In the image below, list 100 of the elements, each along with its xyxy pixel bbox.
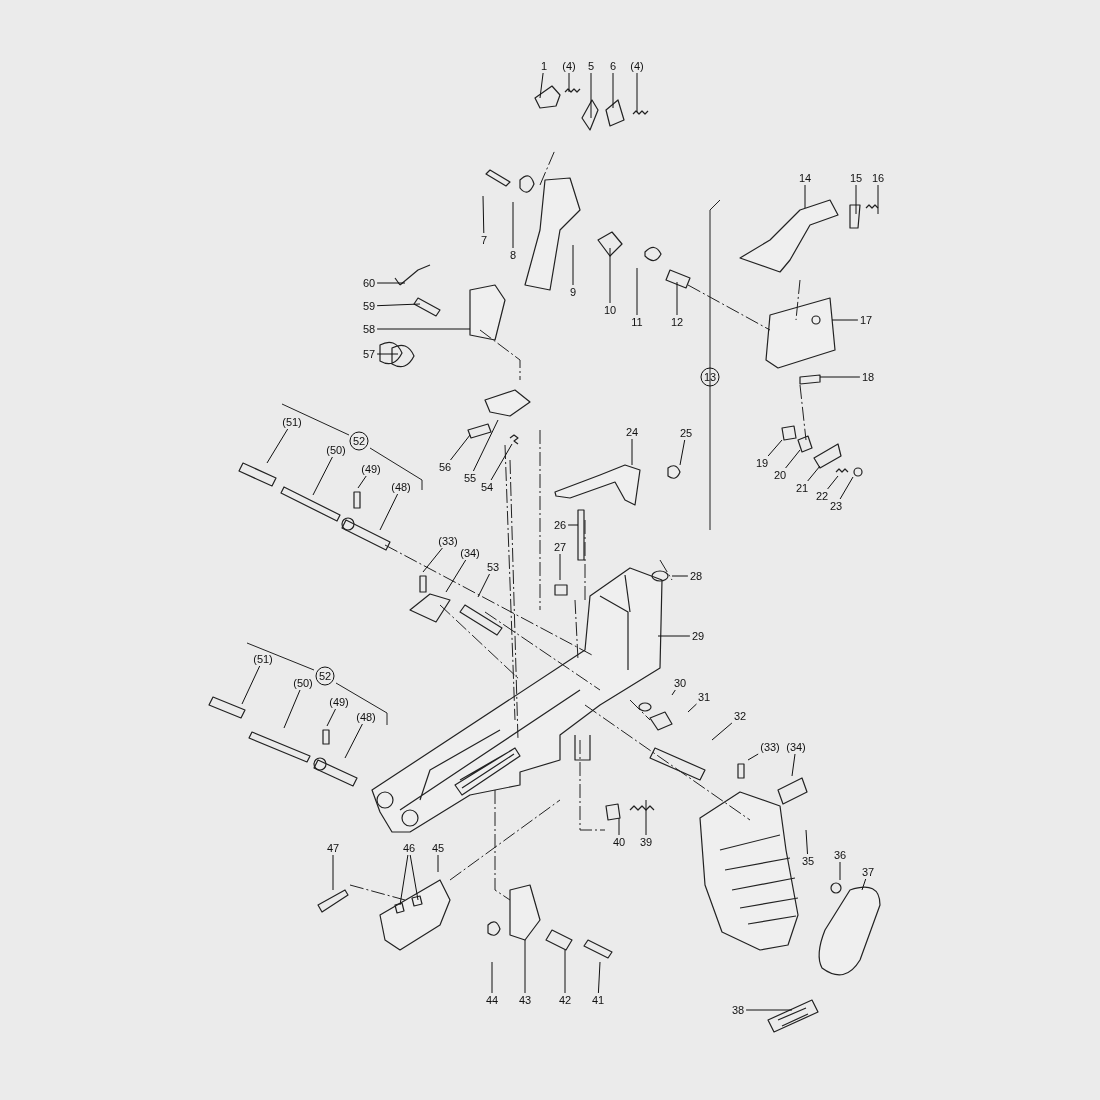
leader-line [376,353,399,355]
leader-line [379,493,399,531]
callout-number: (49) [328,696,350,708]
leader-line [344,723,363,759]
leader-line [376,328,471,330]
callout-number: 23 [828,500,844,512]
callout-number: 54 [479,481,495,493]
callout-number: 16 [870,172,886,184]
callout-number: 53 [485,561,501,573]
callout-number: 6 [608,60,618,72]
leader-line [524,939,526,994]
callout-number: 43 [517,994,533,1006]
leader-line [283,689,301,729]
leader-line [409,854,419,901]
callout-number: (50) [292,677,314,689]
leader-line [399,854,409,906]
leader-line [827,475,839,490]
callout-number: 10 [602,304,618,316]
callout-number: 44 [484,994,500,1006]
leader-line [422,547,443,573]
leader-line [376,303,421,307]
callout-number: 8 [508,249,518,261]
callout-number: 46 [401,842,417,854]
leader-line [676,281,678,316]
leader-line [312,456,333,496]
callout-number: (50) [325,444,347,456]
callout-number: 58 [361,323,377,335]
leader-line [877,184,879,215]
callout-number: 29 [690,630,706,642]
leader-line [767,439,783,457]
callout-number: 5 [586,60,596,72]
callout-number: 42 [557,994,573,1006]
leader-line [477,573,490,598]
leader-line [241,665,261,705]
callout-number: 40 [611,836,627,848]
leader-line [512,201,514,249]
callout-number: (48) [390,481,412,493]
leader-line [657,635,691,637]
callout-number: 17 [858,314,874,326]
callout-number: 39 [638,836,654,848]
leader-line [597,961,601,994]
leader-line [791,753,796,777]
leader-line [785,449,801,469]
callout-number: 36 [832,849,848,861]
leader-line [590,72,592,119]
leader-line [539,72,544,99]
leader-line [609,247,611,304]
leader-line [490,443,513,481]
leader-line [376,282,406,284]
leader-line [831,319,859,321]
leader-line [636,267,638,316]
leader-line [855,184,857,215]
callout-number: 7 [479,234,489,246]
callout-number: (48) [355,711,377,723]
leader-line [437,854,439,873]
callout-number: 55 [462,472,478,484]
leader-line [687,703,697,713]
leader-line [568,72,570,93]
callout-number: 45 [430,842,446,854]
leader-line [445,559,467,593]
callout-number: (33) [759,741,781,753]
callout-number: 56 [437,461,453,473]
leader-line [618,817,620,836]
leader-line [839,861,841,881]
callout-number: 11 [630,316,644,328]
callout-number: 57 [361,348,377,360]
leader-line [491,961,493,994]
callout-number: 27 [552,541,568,553]
leader-line [482,195,485,234]
leader-line [326,708,336,727]
leader-line [472,419,499,472]
leader-line [567,524,579,526]
leader-line [671,575,689,577]
callout-number: (4) [561,60,577,72]
callout-number: 38 [730,1004,746,1016]
callout-number: 15 [848,172,864,184]
callout-number: 30 [672,677,688,689]
leader-line [266,428,289,464]
leader-line [636,72,638,113]
callout-number: 37 [860,866,876,878]
leader-line [564,949,566,994]
leader-line [559,553,561,581]
leader-line [745,1009,793,1011]
leader-line [819,376,861,378]
leader-line [572,244,574,286]
leader-line [631,438,633,466]
leader-line [804,184,806,209]
leader-line [747,753,759,761]
leader-line [861,878,867,891]
callout-number: 31 [696,691,712,703]
callout-number: 41 [590,994,606,1006]
callout-number: 26 [552,519,568,531]
callout-number: (33) [437,535,459,547]
callout-number: 35 [800,855,816,867]
callout-number: 1 [539,60,549,72]
callout-number: (4) [629,60,645,72]
callout-number: 20 [772,469,788,481]
callout-number: 28 [688,570,704,582]
callout-number: (34) [785,741,807,753]
callout-number: (34) [459,547,481,559]
